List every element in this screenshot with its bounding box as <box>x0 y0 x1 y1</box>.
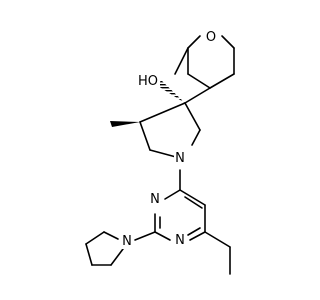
svg-text:HO: HO <box>138 74 158 89</box>
tetrahydropyran-ring <box>174 35 235 89</box>
svg-text:N: N <box>150 192 160 207</box>
atom-label-piperidine-nitrogen: N <box>174 150 186 166</box>
pyrrolidine-ring <box>85 231 124 266</box>
atom-label-pyrrolidine-nitrogen: N <box>121 233 133 249</box>
hashed-wedge-hydroxyl <box>158 80 185 103</box>
atom-label-pyrimidine-n3: N <box>149 191 161 207</box>
svg-text:O: O <box>206 30 216 45</box>
molecule-structure: HO O N N N N <box>85 28 235 275</box>
atom-label-pyrimidine-n1: N <box>174 232 186 248</box>
bond-pyran-piperidine <box>184 87 211 104</box>
svg-text:N: N <box>175 151 185 166</box>
piperidine-ring <box>139 102 201 158</box>
bond-pyrimidine-pyrrolidine <box>134 231 156 241</box>
pyrimidine-ring <box>154 189 206 241</box>
bold-wedge-methyl <box>110 121 140 127</box>
atom-label-pyran-oxygen: O <box>205 28 217 45</box>
ethyl-group <box>204 231 231 275</box>
svg-text:N: N <box>122 234 132 249</box>
svg-text:N: N <box>175 233 185 248</box>
atom-label-hydroxyl: HO <box>136 72 160 89</box>
